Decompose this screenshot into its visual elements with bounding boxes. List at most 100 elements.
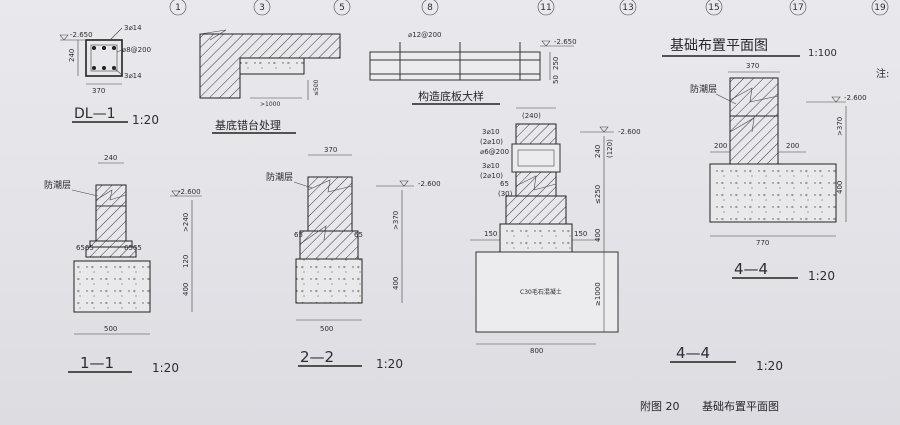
axis-bubble: 5 — [333, 0, 351, 16]
step-title: 基底错台处理 — [215, 118, 281, 132]
s11-dpc: 防潮层 — [44, 179, 71, 191]
slab-elev: -2.650 — [554, 38, 577, 46]
s44-h1: >370 — [836, 117, 844, 136]
s22-scale: 1:20 — [376, 357, 403, 371]
s44-elev: -2.600 — [844, 94, 867, 102]
axis-bubble: 19 — [871, 0, 889, 16]
section-1-1: 240 防潮层 -2.600 >240 120 400 6565 6565 50… — [44, 154, 202, 375]
section-2-2: 370 防潮层 -2.600 >370 400 65 65 500 2—2 1:… — [266, 146, 441, 371]
s33-ext-left: 150 — [484, 230, 497, 238]
axis-bubble: 1 — [169, 0, 187, 16]
dl1-height: 240 — [68, 49, 76, 62]
s33-elev: -2.600 — [618, 128, 641, 136]
s44-title-lower: 4—4 — [676, 344, 710, 362]
figure-caption: 附图 20 基础布置平面图 — [640, 399, 779, 413]
dl1-width: 370 — [92, 87, 105, 95]
svg-text:8: 8 — [427, 3, 433, 13]
s33-bar1: 3⌀10 — [482, 128, 500, 136]
axis-bubble: 17 — [789, 0, 807, 16]
s33-bar2: 3⌀10 — [482, 162, 500, 170]
s22-top-width: 370 — [324, 146, 337, 154]
slab-bar: ⌀12@200 — [408, 31, 441, 39]
section-3-3: (240) 3⌀10 (2⌀10) ⌀6@200 3⌀10 (2⌀10) 65 … — [470, 107, 641, 355]
caption-fig: 附图 20 — [640, 399, 680, 413]
dl1-stirrup: ⌀8@200 — [122, 46, 151, 54]
dl1-title: DL—1 — [74, 106, 116, 122]
s11-h3: 400 — [182, 283, 190, 296]
dl1-top-bar: 3⌀14 — [124, 24, 142, 32]
s11-top-width: 240 — [104, 154, 117, 162]
s22-off-left: 65 — [294, 231, 303, 239]
dl1-scale: 1:20 — [132, 113, 159, 127]
s33-h4: ≥1000 — [594, 282, 602, 306]
s22-base: 500 — [320, 325, 333, 333]
axis-bubble: 11 — [537, 0, 555, 16]
s11-title: 1—1 — [80, 354, 114, 372]
svg-text:15: 15 — [708, 3, 719, 13]
section-4-4: 370 防潮层 -2.600 >370 400 200 200 770 4—4 … — [670, 62, 867, 373]
s22-h1: >370 — [392, 211, 400, 230]
dl1-section: -2.650 240 370 3⌀14 ⌀8@200 3⌀14 DL—1 1:2… — [59, 24, 159, 127]
s33-off2: (30) — [498, 190, 513, 198]
s44-title: 4—4 — [734, 260, 768, 278]
svg-text:11: 11 — [540, 3, 551, 13]
s22-elev: -2.600 — [418, 180, 441, 188]
step-width: >1000 — [260, 101, 280, 108]
s11-step-right: 6565 — [124, 244, 142, 252]
s33-top-width: (240) — [522, 112, 541, 120]
s33-h1b: (120) — [606, 139, 614, 158]
svg-text:1: 1 — [175, 3, 181, 13]
plan-title: 基础布置平面图 — [670, 37, 768, 54]
axis-bubbles: 1 3 5 8 11 13 15 17 19 — [169, 0, 889, 16]
s33-h2: ≤250 — [594, 185, 602, 204]
plan-scale: 1:100 — [808, 48, 837, 59]
s22-off-right: 65 — [354, 231, 363, 239]
svg-text:17: 17 — [792, 3, 803, 13]
s11-h2: 120 — [182, 255, 190, 268]
s44-scale: 1:20 — [808, 269, 835, 283]
s11-h1: >240 — [182, 213, 190, 232]
axis-bubble: 3 — [253, 0, 271, 16]
step-detail: >1000 ≤500 基底错台处理 — [199, 29, 341, 134]
slab-h2: 50 — [552, 75, 560, 84]
axis-bubble: 8 — [421, 0, 439, 16]
s33-off: 65 — [500, 180, 509, 188]
s44-dpc: 防潮层 — [690, 83, 717, 95]
plan-header: 基础布置平面图 1:100 注: — [662, 37, 889, 80]
s33-bar1b: (2⌀10) — [480, 138, 503, 146]
s22-h2: 400 — [392, 277, 400, 290]
s11-base: 500 — [104, 325, 117, 333]
s22-dpc: 防潮层 — [266, 171, 293, 183]
s44-scale-lower: 1:20 — [756, 359, 783, 373]
s44-base: 770 — [756, 239, 769, 247]
s33-stirrup: ⌀6@200 — [480, 148, 509, 156]
slab-detail: ⌀12@200 -2.650 250 50 构造底板大样 — [369, 31, 577, 105]
s33-conc: C30毛石混凝土 — [520, 288, 562, 296]
s11-step-left: 6565 — [76, 244, 94, 252]
s33-ext-right: 150 — [574, 230, 587, 238]
s33-h3: 400 — [594, 229, 602, 242]
svg-text:3: 3 — [259, 3, 265, 13]
s33-base: 800 — [530, 347, 543, 355]
s11-elev: -2.600 — [178, 188, 201, 196]
caption-title: 基础布置平面图 — [702, 400, 779, 413]
axis-bubble: 13 — [619, 0, 637, 16]
s33-h1: 240 — [594, 145, 602, 158]
s22-title: 2—2 — [300, 348, 334, 366]
s44-top-width: 370 — [746, 62, 759, 70]
axis-bubble: 15 — [705, 0, 723, 16]
s44-off-right: 200 — [786, 142, 799, 150]
slab-h1: 250 — [552, 57, 560, 70]
step-height: ≤500 — [313, 79, 320, 96]
dl1-elev: -2.650 — [70, 31, 93, 39]
svg-text:13: 13 — [622, 3, 633, 13]
s33-bar2b: (2⌀10) — [480, 172, 503, 180]
s11-scale: 1:20 — [152, 361, 179, 375]
svg-text:5: 5 — [339, 3, 345, 13]
s44-h2: 400 — [836, 181, 844, 194]
s44-off-left: 200 — [714, 142, 727, 150]
slab-title: 构造底板大样 — [418, 89, 484, 103]
plan-note: 注: — [876, 67, 889, 80]
